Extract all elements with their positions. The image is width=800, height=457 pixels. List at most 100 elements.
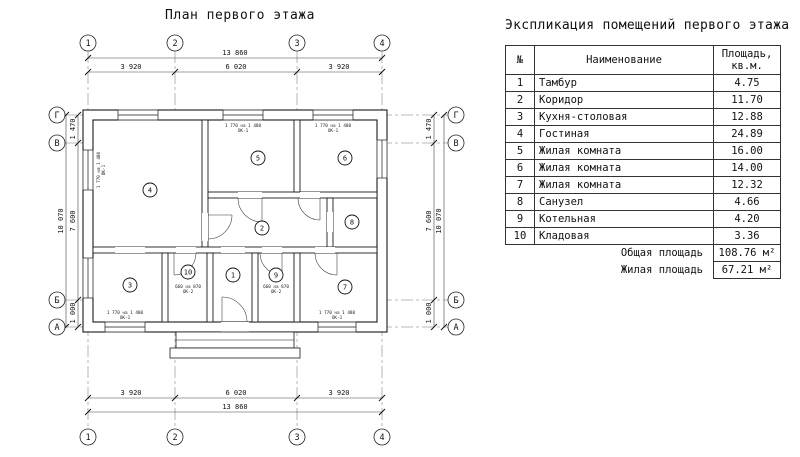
window-size-label: 1 770 на 1 480: [107, 310, 144, 316]
column-header-area-line2: кв.м.: [731, 60, 763, 72]
axis-label: Г: [54, 111, 59, 121]
window-labels: 1 770 на 1 480 ОК-1 1 770 на 1 480 ОК-1 …: [96, 123, 356, 321]
axis-label: 3: [294, 39, 299, 49]
axis-label: 1: [85, 39, 90, 49]
dim-right-total: 10 070: [435, 208, 443, 233]
table-title: Экспликация помещений первого этажа: [505, 18, 790, 33]
plan-title: План первого этажа: [165, 8, 315, 23]
dim-bot-total: 13 860: [222, 403, 247, 411]
total-row: Жилая площадь 67.21 м²: [506, 261, 781, 279]
column-header-name: Наименование: [534, 45, 714, 75]
axis-label: 2: [172, 39, 177, 49]
dim-left-seg3: 1 000: [69, 302, 77, 323]
room-number: 2: [260, 225, 264, 233]
dim-top-seg3: 3 920: [328, 63, 349, 71]
total-value: 67.21 м²: [713, 261, 781, 279]
room-number: 7: [343, 284, 347, 292]
axis-label: 3: [294, 433, 299, 443]
total-label: Общая площадь: [620, 247, 703, 260]
floor-plan: 13 860 3 920 6 020 3 920 3 920 6 020 3 9…: [48, 34, 465, 446]
dim-left-total: 10 070: [57, 208, 65, 233]
door-swings: [173, 197, 338, 323]
room-number: 9: [274, 272, 278, 280]
door-openings: [115, 192, 335, 332]
dim-right-seg1: 1 470: [425, 118, 433, 139]
window-size-label: 1 770 на 1 480: [315, 123, 352, 129]
room-number: 3: [128, 282, 132, 290]
window-mark-label: ОК-1: [101, 164, 107, 175]
cell-area: 4.66: [713, 193, 781, 211]
axis-label: Г: [453, 111, 458, 121]
cell-name: Кухня-столовая: [534, 108, 714, 126]
window-size-label: 1 770 на 1 480: [225, 123, 262, 129]
window-size-label: 660 на 870: [263, 284, 289, 290]
window-size-label: 1 770 на 1 480: [319, 310, 356, 316]
cell-area: 16.00: [713, 142, 781, 160]
dim-left-seg2: 7 600: [69, 210, 77, 231]
cell-name: Жилая комната: [534, 176, 714, 194]
dim-right-seg3: 1 000: [425, 302, 433, 323]
dim-bot-seg2: 6 020: [225, 389, 246, 397]
total-value: 108.76 м²: [713, 244, 781, 262]
room-number: 1: [231, 272, 235, 280]
cell-num: 10: [505, 227, 535, 245]
axis-label: А: [54, 323, 59, 333]
cell-num: 3: [505, 108, 535, 126]
dim-top-total: 13 860: [222, 49, 247, 57]
axis-label: 4: [379, 433, 384, 443]
total-label: Жилая площадь: [620, 264, 703, 276]
cell-area: 12.32: [713, 176, 781, 194]
room-number: 5: [256, 155, 260, 163]
window-mark-label: ОК-1: [120, 315, 131, 321]
total-row: Общая площадь 108.76 м²: [506, 244, 781, 262]
window-mark-label: ОК-2: [271, 289, 282, 295]
window-mark-label: ОК-2: [183, 289, 194, 295]
cell-name: Котельная: [534, 210, 714, 228]
cell-area: 14.00: [713, 159, 781, 177]
room-number: 4: [148, 187, 152, 195]
cell-area: 12.88: [713, 108, 781, 126]
axis-label: 1: [85, 433, 90, 443]
axis-label: Б: [54, 296, 59, 306]
dim-top-seg2: 6 020: [225, 63, 246, 71]
dim-bot-seg3: 3 920: [328, 389, 349, 397]
room-number: 8: [350, 219, 354, 227]
cell-num: 9: [505, 210, 535, 228]
window-mark-label: ОК-1: [332, 315, 343, 321]
cell-num: 8: [505, 193, 535, 211]
window-size-label: 1 770 на 1 480: [96, 151, 102, 188]
cell-area: 4.20: [713, 210, 781, 228]
axis-label: А: [453, 323, 458, 333]
cell-area: 11.70: [713, 91, 781, 109]
cell-num: 2: [505, 91, 535, 109]
windows: [82, 109, 388, 333]
cell-num: 7: [505, 176, 535, 194]
cell-name: Жилая комната: [534, 142, 714, 160]
cell-name: Кладовая: [534, 227, 714, 245]
explication-panel: Экспликация помещений первого этажа № На…: [505, 18, 793, 279]
axis-label: Б: [453, 296, 458, 306]
axis-markers: 1 2 3 4 1 2 3 4 Г В Б А Г В Б А: [48, 34, 465, 446]
cell-name: Коридор: [534, 91, 714, 109]
room-markers: 4 5 6 2 8 3 10 1 9 7: [122, 150, 360, 295]
axis-label: В: [54, 139, 59, 149]
cell-num: 4: [505, 125, 535, 143]
window-mark-label: ОК-1: [238, 128, 249, 134]
room-number: 6: [343, 155, 347, 163]
column-header-area: Площадь, кв.м.: [713, 45, 781, 75]
cell-area: 4.75: [713, 74, 781, 92]
cell-area: 3.36: [713, 227, 781, 245]
window-mark-label: ОК-1: [328, 128, 339, 134]
cell-name: Гостиная: [534, 125, 714, 143]
column-header-num: №: [505, 45, 535, 75]
